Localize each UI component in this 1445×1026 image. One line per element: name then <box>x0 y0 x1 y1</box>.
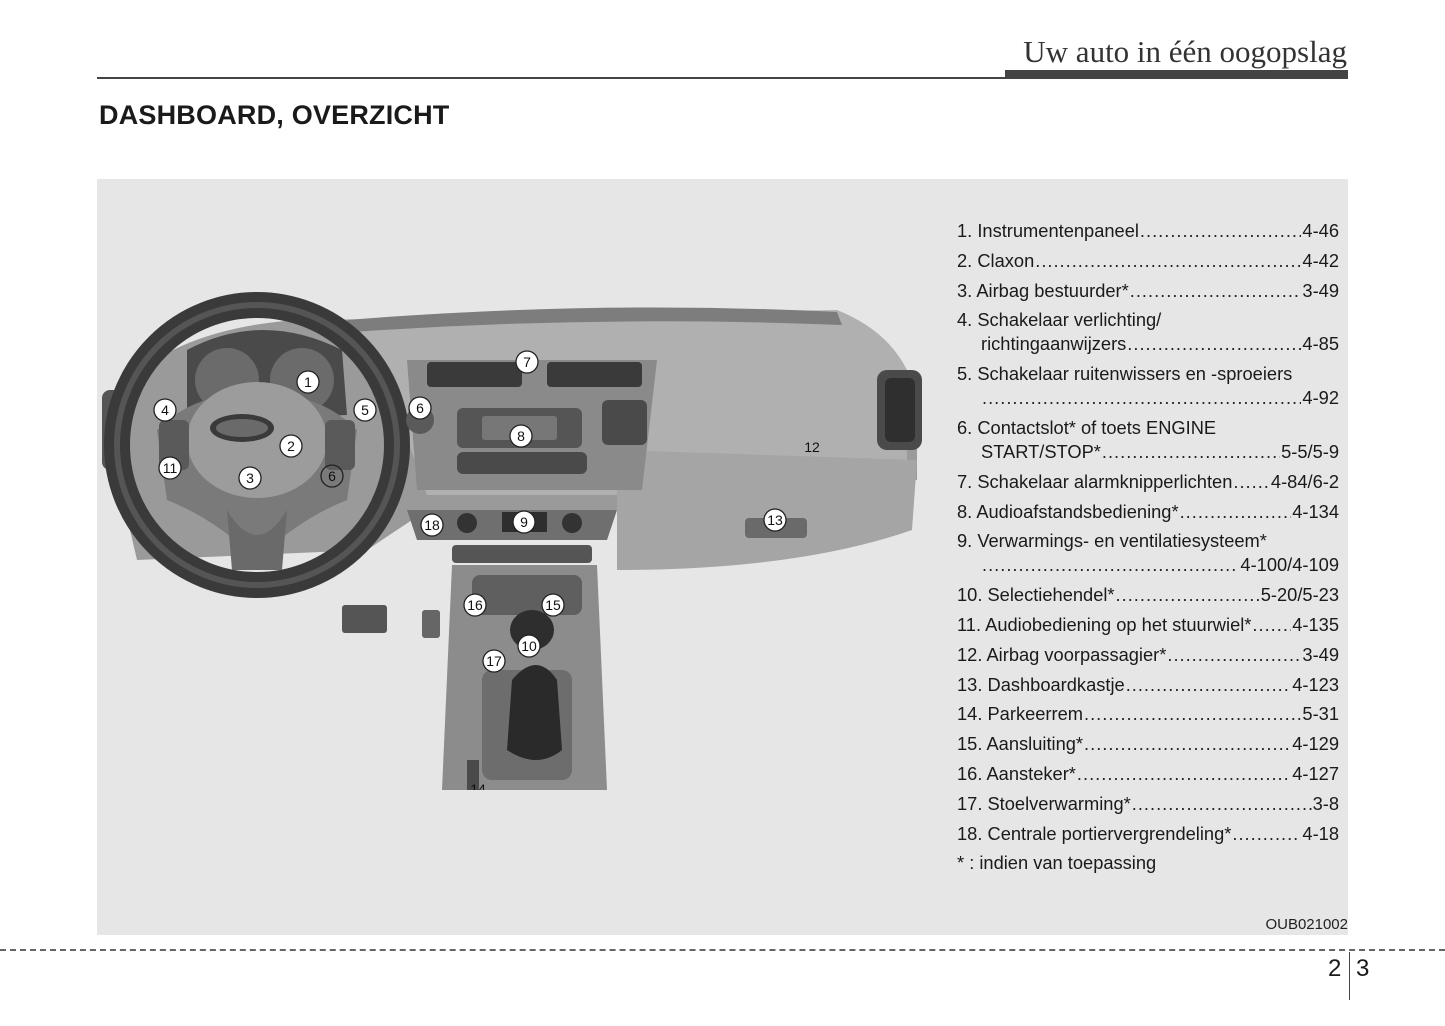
callout-13: 13 <box>767 512 783 528</box>
header-rule-accent <box>1005 70 1348 79</box>
legend-item: 1. Instrumentenpaneel4-46 <box>957 219 1339 243</box>
callout-15: 15 <box>545 597 561 613</box>
callout-4: 4 <box>161 402 169 418</box>
legend-item: 10. Selectiehendel*5-20/5-23 <box>957 583 1339 607</box>
legend-item: 12. Airbag voorpassagier*3-49 <box>957 643 1339 667</box>
callout-6: 6 <box>328 468 336 484</box>
section-title: DASHBOARD, OVERZICHT <box>99 100 450 130</box>
callout-18: 18 <box>424 517 440 533</box>
callout-10: 10 <box>521 638 537 654</box>
callout-9: 9 <box>520 514 528 530</box>
legend-note: * : indien van toepassing <box>957 852 1157 874</box>
legend-item: 8. Audioafstandsbediening*4-134 <box>957 500 1339 524</box>
callout-11: 11 <box>163 460 178 476</box>
legend-item: 18. Centrale portiervergrendeling*4-18 <box>957 822 1339 846</box>
page-number-separator <box>1349 952 1350 1000</box>
footer-dashed-rule <box>0 949 1445 951</box>
dashboard-illustration: 1 2 3 4 5 6 6 7 8 9 10 11 12 13 14 15 16… <box>102 292 922 790</box>
callout-7: 7 <box>523 354 531 370</box>
header-rule <box>97 77 1348 79</box>
legend-item: 11. Audiobediening op het stuurwiel*4-13… <box>957 613 1339 637</box>
page-number-left: 2 <box>1328 955 1342 982</box>
callout-8: 8 <box>517 428 525 444</box>
image-code: OUB021002 <box>1265 916 1348 933</box>
legend-item: 5. Schakelaar ruitenwissers en -sproeier… <box>957 362 1339 410</box>
legend-item: 3. Airbag bestuurder*3-49 <box>957 279 1339 303</box>
legend-item: 17. Stoelverwarming*3-8 <box>957 792 1339 816</box>
legend-item: 7. Schakelaar alarmknipperlichten4-84/6-… <box>957 470 1339 494</box>
callout-12: 12 <box>804 439 820 455</box>
legend-item: 16. Aansteker*4-127 <box>957 762 1339 786</box>
page-number-right: 3 <box>1356 955 1370 982</box>
callout-3: 3 <box>246 470 254 486</box>
callout-1: 1 <box>304 374 312 390</box>
callout-16: 16 <box>467 597 483 613</box>
callout-17: 17 <box>486 653 502 669</box>
legend-item: 15. Aansluiting*4-129 <box>957 732 1339 756</box>
callout-2: 2 <box>287 438 295 454</box>
callout-14: 14 <box>470 781 486 790</box>
legend-item: 14. Parkeerrem5-31 <box>957 702 1339 726</box>
legend-item: 2. Claxon4-42 <box>957 249 1339 273</box>
legend-item: 9. Verwarmings- en ventilatiesysteem*4-1… <box>957 529 1339 577</box>
callout-5: 5 <box>361 402 369 418</box>
legend-item: 13. Dashboardkastje4-123 <box>957 673 1339 697</box>
chapter-title: Uw auto in één oogopslag <box>1023 34 1347 69</box>
legend-list: 1. Instrumentenpaneel4-46 2. Claxon4-42 … <box>957 219 1339 875</box>
legend-item: 4. Schakelaar verlichting/richtingaanwij… <box>957 308 1339 356</box>
callout-6-ignition: 6 <box>416 400 424 416</box>
